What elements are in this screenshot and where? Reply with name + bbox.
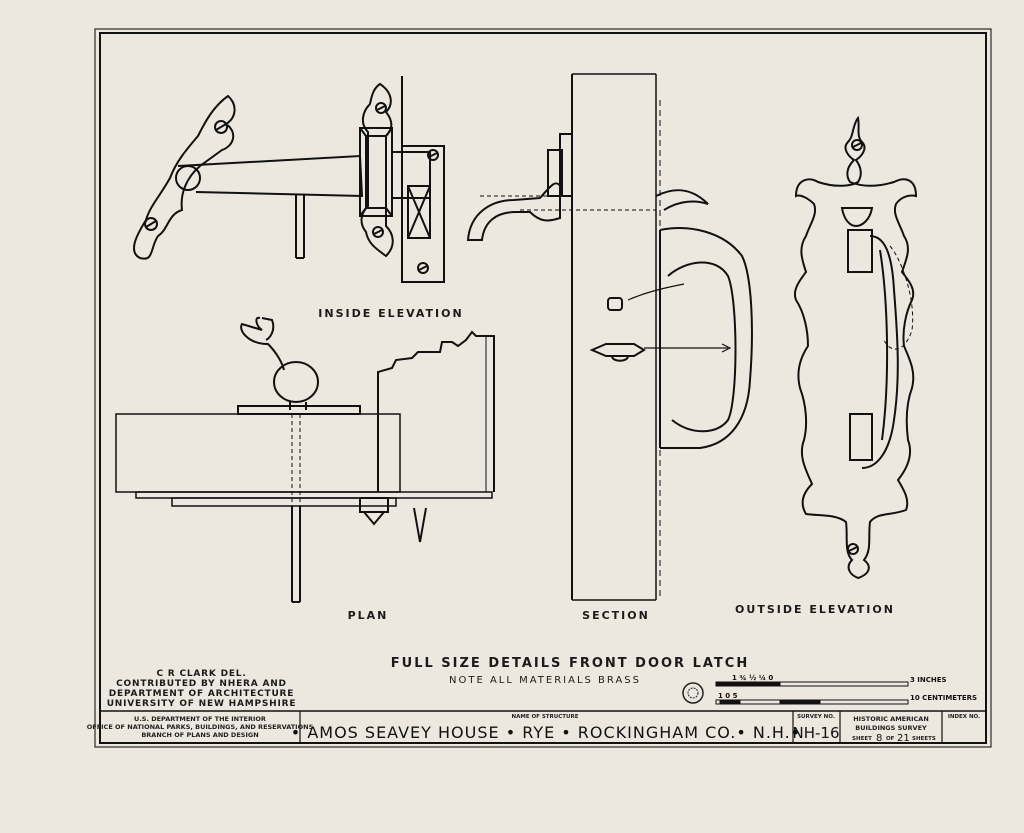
credit-university: UNIVERSITY OF NEW HAMPSHIRE (106, 699, 297, 709)
inch-scale-label: 3 INCHES (910, 676, 947, 684)
agency-line-3: BRANCH OF PLANS AND DESIGN (141, 731, 258, 739)
habs-seal (682, 682, 704, 704)
structure-caption: NAME OF STRUCTURE (511, 714, 578, 720)
section-label: SECTION (582, 609, 650, 622)
agency-line-1: U.S. DEPARTMENT OF THE INTERIOR (134, 715, 266, 723)
section-drawing (466, 73, 753, 601)
sheet-number: 8 (876, 733, 882, 744)
outside-elevation-drawing (794, 115, 918, 580)
of-word: OF (886, 736, 895, 742)
plan-label: PLAN (348, 609, 389, 622)
credit-department: DEPARTMENT OF ARCHITECTURE (108, 689, 295, 699)
index-caption: INDEX NO. (948, 714, 980, 720)
survey-number: NH-16 (793, 724, 840, 742)
survey-caption: SURVEY NO. (797, 714, 835, 720)
drawing-title: FULL SIZE DETAILS FRONT DOOR LATCH (391, 656, 749, 671)
outside-elevation-label: OUTSIDE ELEVATION (735, 603, 895, 616)
agency-line-2: OFFICE OF NATIONAL PARKS, BUILDINGS, AND… (87, 723, 314, 731)
credit-delineator: C R CLARK DEL. (156, 669, 247, 679)
cm-scale-ticks: 1 0 5 (718, 692, 738, 700)
habs-line-2: BUILDINGS SURVEY (855, 724, 927, 732)
credit-contributor: CONTRIBUTED BY NHERA AND (116, 679, 287, 689)
structure-name: • AMOS SEAVEY HOUSE • RYE • ROCKINGHAM C… (291, 723, 801, 742)
sheet-word: SHEET (852, 736, 872, 742)
inside-elevation-label: INSIDE ELEVATION (318, 307, 463, 320)
plan-drawing (115, 316, 495, 603)
graphic-scale (715, 681, 909, 705)
inch-scale-ticks: 1 ¾ ½ ¼ 0 (732, 674, 773, 682)
cm-scale-label: 10 CENTIMETERS (910, 694, 977, 702)
materials-note: NOTE ALL MATERIALS BRASS (449, 675, 641, 686)
sheet-total: 21 (897, 733, 910, 744)
inside-elevation-drawing (132, 76, 445, 283)
sheets-word: SHEETS (912, 736, 936, 742)
credits-block: C R CLARK DEL. CONTRIBUTED BY NHERA AND … (104, 669, 299, 709)
habs-line-1: HISTORIC AMERICAN (853, 715, 929, 723)
